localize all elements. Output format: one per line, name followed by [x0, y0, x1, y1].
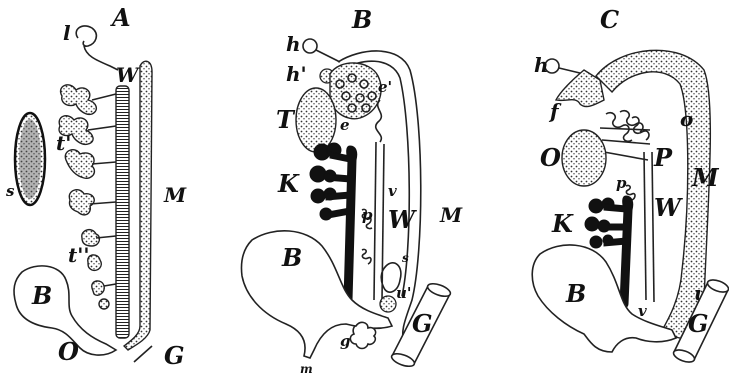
panel-c-parovarium: [600, 111, 650, 160]
panel-b-hydatid-h: [303, 39, 317, 53]
panel-b-label-W: W: [388, 205, 417, 234]
panel-b-epididymis: [330, 63, 381, 119]
panel-c-label-p: p: [616, 174, 627, 192]
panel-b-wolffian-duct: [374, 142, 376, 300]
panel-b-label-u-prime: u': [396, 284, 412, 302]
panel-b-label-e: e: [340, 116, 350, 134]
panel-c-label-h: h: [534, 53, 549, 77]
panel-b-label-K: K: [277, 169, 300, 198]
panel-c-label-o: o: [680, 107, 693, 131]
panel-c-wolffian-duct: [644, 152, 646, 300]
panel-a: A l W M t' t'': [6, 3, 187, 370]
panel-a-label-t-dprime: t'': [68, 243, 89, 267]
panel-c-label-K: K: [551, 209, 574, 238]
panel-b-label-p: p: [362, 206, 373, 224]
panel-c-ovary: [562, 130, 606, 186]
panel-a-g-line: [134, 346, 152, 362]
panel-a-wolffian-duct: [116, 86, 129, 338]
panel-a-label-G: G: [164, 341, 185, 370]
panel-b-label-s: s: [402, 251, 409, 265]
panel-b-label-g: g: [340, 332, 351, 350]
panel-c-label-v: v: [638, 302, 647, 320]
panel-a-segmental-tubules: [59, 85, 116, 309]
panel-b-label-G: G: [412, 309, 433, 338]
panel-a-label-O: O: [58, 337, 79, 366]
panel-a-tubule-l-duct: [84, 46, 118, 70]
panel-b-label-h: h: [286, 32, 301, 56]
panel-a-label-s: s: [6, 182, 15, 200]
panel-a-label-B: B: [31, 281, 52, 310]
panel-b-label-B: B: [281, 243, 302, 272]
panel-a-label-t-prime: t': [56, 131, 71, 155]
panel-a-title: A: [110, 3, 131, 32]
panel-c-label-G: G: [688, 309, 709, 338]
panel-b-testis: [296, 88, 336, 152]
panel-b-label-h-prime: h': [286, 62, 307, 86]
panel-b-label-M: M: [439, 203, 463, 227]
panel-a-label-M: M: [163, 183, 187, 207]
panel-b-label-e-prime: e': [378, 78, 392, 96]
panel-b-label-T: T: [276, 105, 296, 134]
panel-a-label-l: l: [63, 21, 71, 45]
panel-b-label-m: m: [300, 362, 313, 376]
panel-c-label-M: M: [691, 163, 720, 192]
panel-c-label-B: B: [565, 279, 586, 308]
panel-c-label-P: P: [653, 143, 673, 172]
panel-c: C h f o M u P O W p: [532, 5, 729, 364]
panel-b-title: B: [351, 5, 372, 34]
panel-b-utricle: [380, 296, 396, 312]
panel-a-label-W: W: [116, 63, 141, 87]
panel-c-label-W: W: [654, 193, 683, 222]
panel-b: B h h' M e' T e v W: [241, 5, 463, 376]
panel-c-label-O: O: [540, 143, 561, 172]
panel-b-label-v: v: [388, 182, 397, 200]
panel-c-title: C: [600, 5, 619, 34]
panel-a-tubule-l: [76, 26, 96, 46]
panel-c-label-f: f: [548, 99, 562, 123]
